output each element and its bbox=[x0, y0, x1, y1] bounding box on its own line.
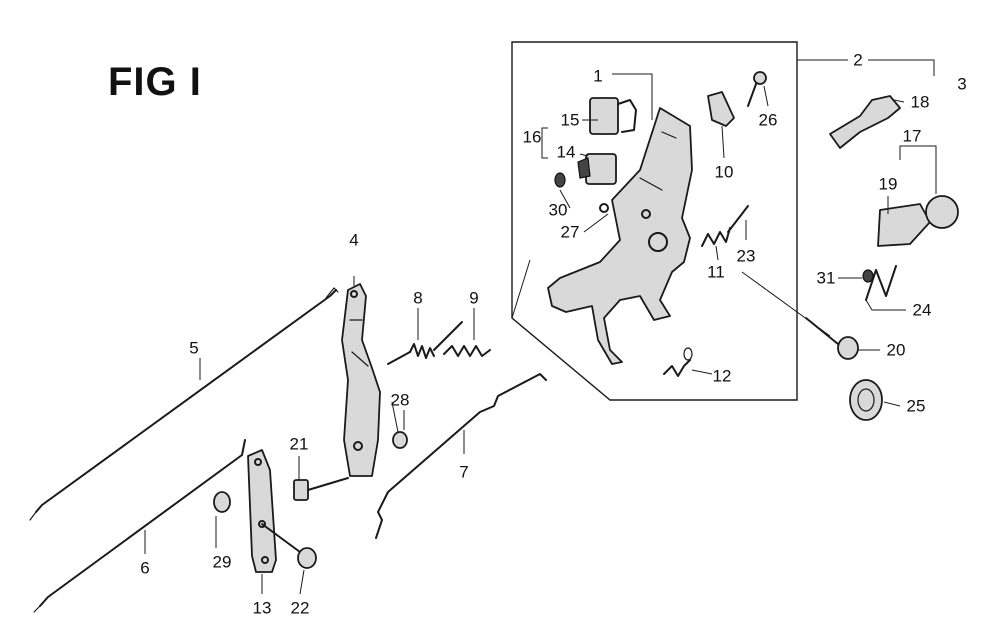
callout-12: 12 bbox=[712, 366, 732, 386]
part-5-rod bbox=[29, 287, 339, 521]
figure-title: FIG I bbox=[108, 60, 202, 104]
callout-15: 15 bbox=[560, 110, 580, 130]
part-10-plate bbox=[707, 91, 735, 127]
callout-2: 2 bbox=[853, 50, 863, 70]
callout-27: 27 bbox=[560, 222, 580, 242]
part-8-spring bbox=[387, 321, 463, 365]
part-9-spring bbox=[443, 345, 491, 357]
part-19-knob bbox=[877, 195, 959, 247]
callout-8: 8 bbox=[413, 288, 423, 308]
part-14-switch bbox=[577, 153, 617, 185]
callout-18: 18 bbox=[910, 92, 930, 112]
leader-lines bbox=[144, 59, 937, 595]
callout-28: 28 bbox=[390, 390, 410, 410]
callout-6: 6 bbox=[140, 558, 150, 578]
callout-22: 22 bbox=[290, 598, 310, 618]
part-11-spring bbox=[701, 227, 731, 247]
part-6-rod bbox=[33, 439, 246, 613]
callout-1: 1 bbox=[593, 66, 603, 86]
part-29-washer bbox=[213, 491, 231, 513]
callout-10: 10 bbox=[714, 162, 734, 182]
part-15-switch bbox=[589, 97, 637, 135]
part-31-clip bbox=[862, 269, 874, 283]
part-24-spring bbox=[865, 265, 897, 301]
part-22-bolt bbox=[261, 523, 317, 569]
boundary-left-leader bbox=[511, 259, 531, 319]
callout-19: 19 bbox=[878, 174, 898, 194]
callout-4: 4 bbox=[349, 230, 359, 250]
part-1-bracket bbox=[547, 107, 693, 365]
part-12-spring bbox=[663, 347, 693, 377]
assembly-boundary bbox=[511, 41, 798, 401]
part-21-bolt bbox=[293, 477, 349, 501]
callout-13: 13 bbox=[252, 598, 272, 618]
callout-26: 26 bbox=[758, 110, 778, 130]
callout-29: 29 bbox=[212, 552, 232, 572]
part-13-plate bbox=[247, 449, 277, 573]
callout-5: 5 bbox=[189, 338, 199, 358]
callout-16: 16 bbox=[522, 127, 542, 147]
part-28-nut bbox=[392, 431, 408, 449]
callout-31: 31 bbox=[816, 268, 836, 288]
part-18-lever bbox=[829, 95, 901, 149]
part-4-lever bbox=[341, 283, 381, 477]
part-30-nut bbox=[554, 172, 566, 188]
callout-11: 11 bbox=[707, 262, 725, 282]
callout-23: 23 bbox=[736, 246, 756, 266]
callout-3: 3 bbox=[957, 74, 967, 94]
callout-14: 14 bbox=[556, 142, 576, 162]
part-25-spring bbox=[849, 379, 883, 421]
part-7-rod bbox=[375, 373, 547, 539]
callout-9: 9 bbox=[469, 288, 479, 308]
callout-7: 7 bbox=[459, 462, 469, 482]
callout-20: 20 bbox=[886, 340, 906, 360]
part-23-screw bbox=[727, 205, 749, 233]
callout-24: 24 bbox=[912, 300, 932, 320]
part-26-screw bbox=[747, 71, 767, 107]
callout-25: 25 bbox=[906, 396, 926, 416]
callout-17: 17 bbox=[902, 126, 922, 146]
callout-30: 30 bbox=[548, 200, 568, 220]
callout-21: 21 bbox=[289, 434, 309, 454]
